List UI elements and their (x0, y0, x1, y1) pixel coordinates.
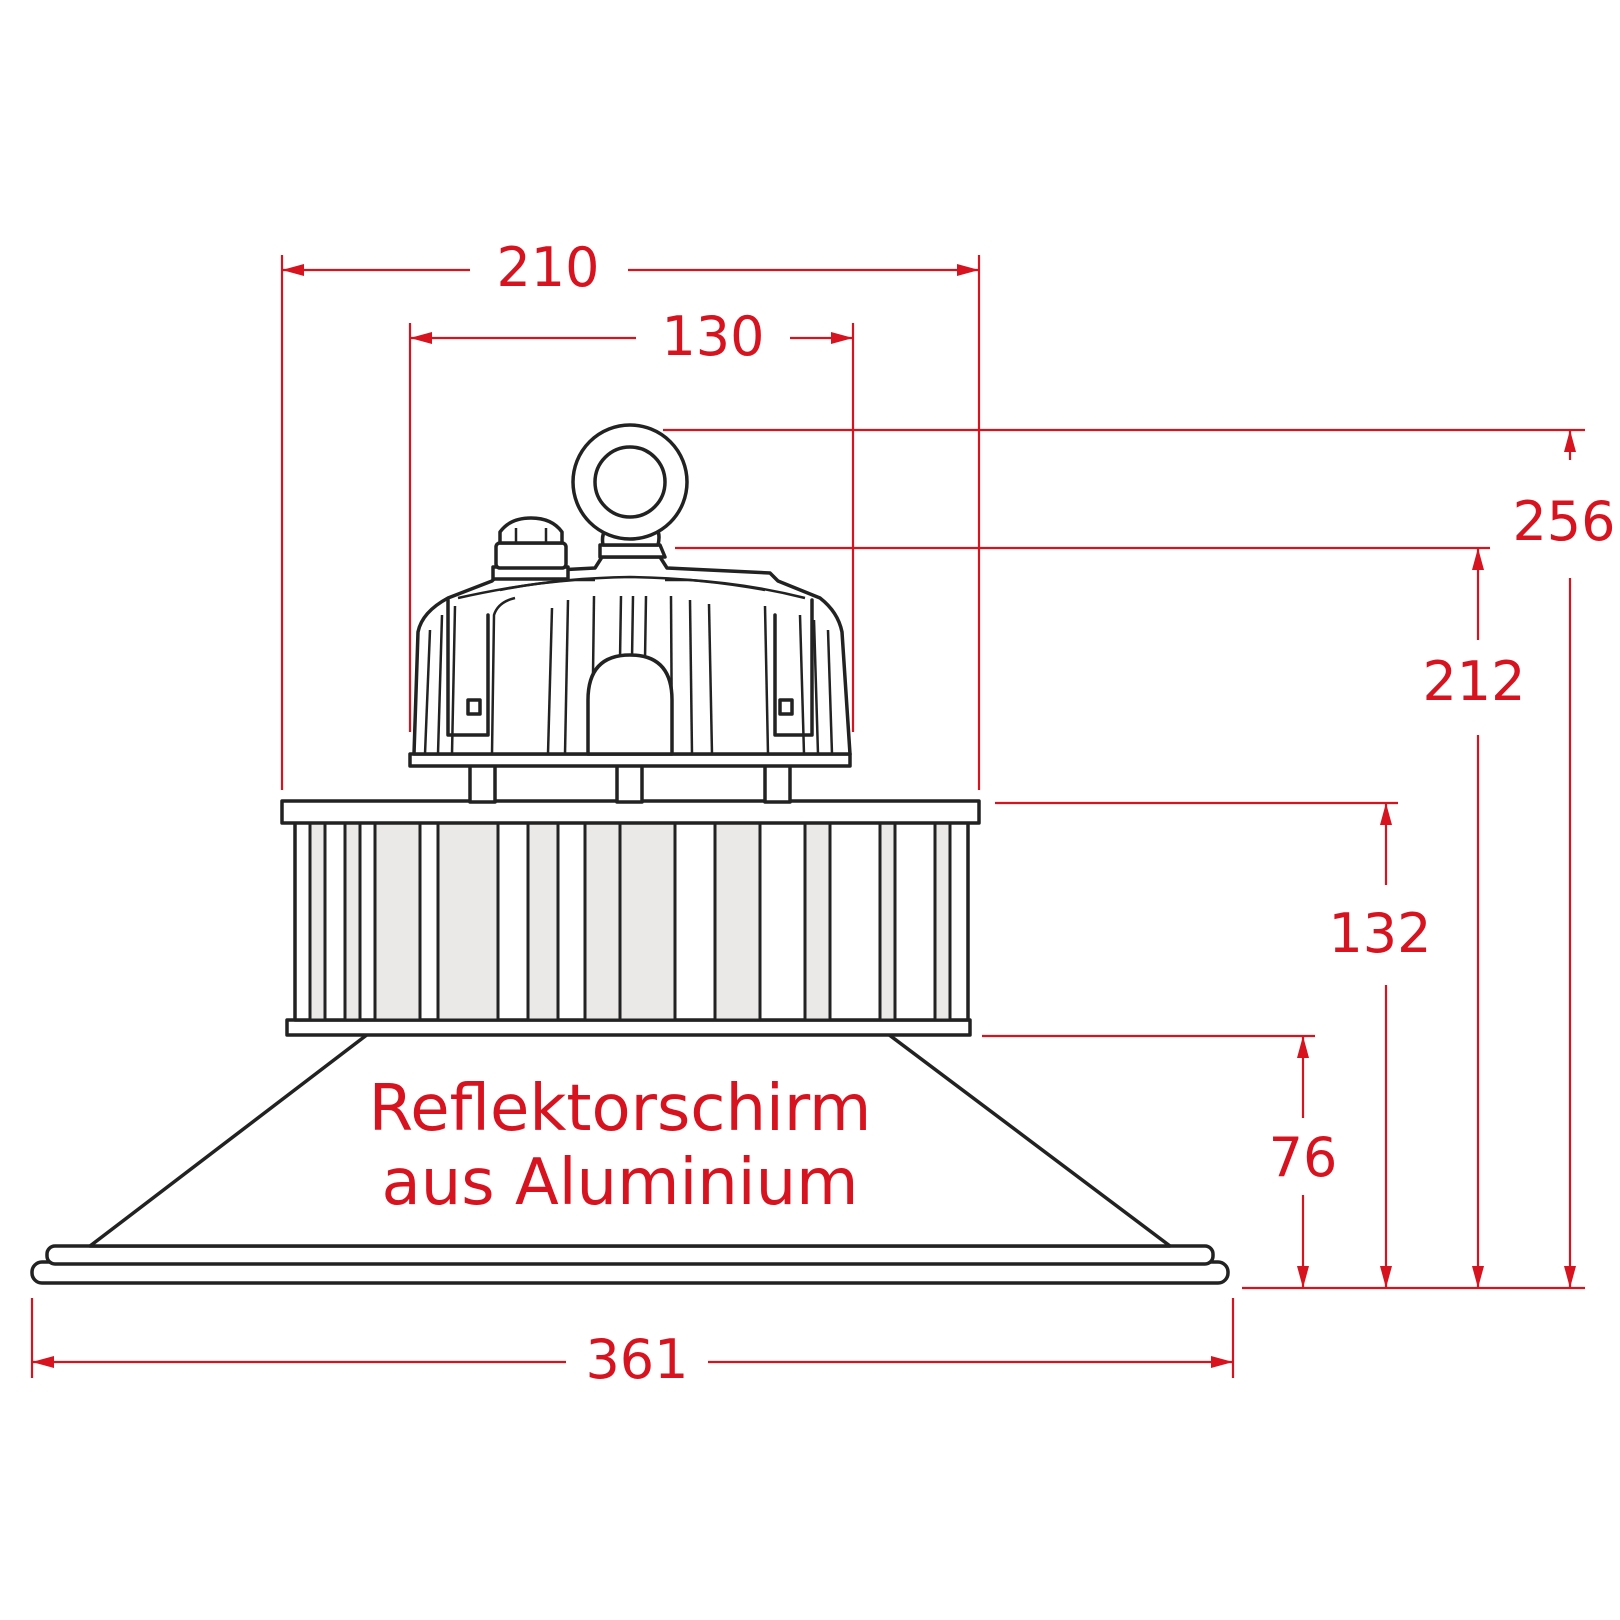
dim-width-overall: 210 (496, 236, 599, 299)
dim-width-driver: 130 (661, 305, 764, 368)
lamp-outline (30, 423, 1230, 1285)
reflector-inner-ring (45, 1244, 1215, 1266)
cable-gland (491, 516, 570, 581)
dim-height-to-hook: 212 (1422, 650, 1525, 713)
dimension-lines (30, 255, 1585, 1378)
driver-base-plate (408, 752, 852, 768)
heatsink-top-plate (280, 799, 981, 825)
driver-side-clips (446, 598, 814, 737)
reflector-label-line2: aus Aluminium (382, 1146, 859, 1220)
dim-height-reflector: 76 (1269, 1126, 1338, 1189)
dim-height-body: 132 (1328, 902, 1431, 965)
eye-bolt (571, 423, 689, 559)
heatsink-lower-plate (285, 1018, 972, 1037)
reflector-label-line1: Reflektorschirm (369, 1072, 872, 1146)
dim-height-total: 256 (1512, 490, 1615, 553)
mounting-posts (468, 762, 792, 804)
driver-center-arch (586, 653, 674, 756)
driver-housing-ribs (423, 575, 834, 755)
dim-width-reflector: 361 (585, 1328, 688, 1391)
